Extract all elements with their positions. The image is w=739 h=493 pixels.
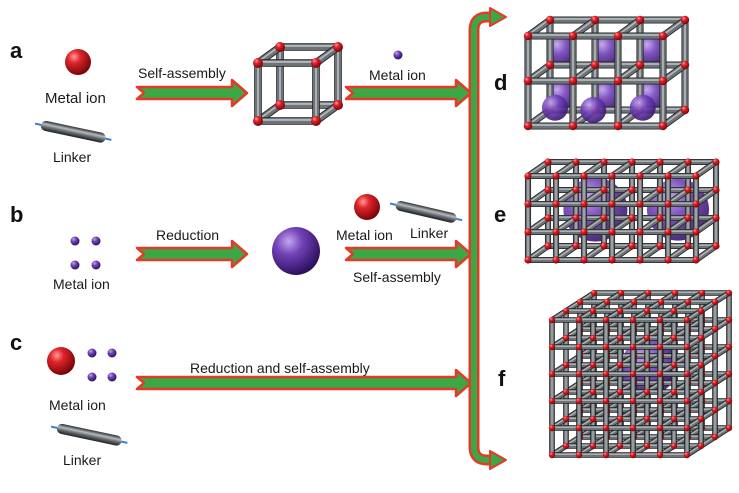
arrow-reduction	[135, 239, 249, 269]
metal-ion-sphere-c	[47, 347, 75, 375]
arrow-self-assembly-b	[344, 239, 473, 269]
panel-label-d: d	[494, 70, 507, 95]
encapsulated-particle	[546, 35, 577, 66]
metal-ion-label-c: Metal ion	[49, 397, 106, 413]
arrow-self-assembly-a	[135, 78, 249, 108]
mof-lattice-large-particles	[524, 158, 720, 264]
panel-label-a: a	[10, 38, 23, 63]
metal-ion-label-b2: Metal ion	[336, 227, 393, 243]
encapsulated-particle	[636, 35, 667, 66]
distributor-bracket-arrow	[468, 7, 507, 470]
arrow-metal-ion-a	[344, 78, 473, 108]
arrow-label-reduction: Reduction	[156, 227, 219, 243]
encapsulated-particle	[580, 97, 607, 123]
nanoparticle-sphere	[272, 227, 320, 275]
encapsulated-particle	[629, 94, 656, 121]
linker-label-c: Linker	[63, 452, 101, 468]
panel-label-b: b	[10, 202, 23, 227]
mof-lattice-small-particles	[523, 15, 690, 131]
arrow-label-reduction-self-assembly: Reduction and self-assembly	[190, 360, 370, 376]
small-metal-ions-cluster-c	[87, 348, 117, 382]
metal-ion-label-b: Metal ion	[53, 276, 110, 292]
linker-rod-b	[389, 200, 463, 223]
metal-ion-sphere-b	[354, 194, 380, 220]
linker-rod-c	[50, 423, 128, 446]
metal-ion-sphere	[65, 49, 91, 75]
mof-lattice-core-particle	[548, 289, 733, 459]
encapsulated-particle	[591, 35, 622, 66]
small-metal-ions-cluster-b	[70, 236, 101, 270]
panel-label-c: c	[10, 330, 22, 355]
linker-label-a: Linker	[53, 149, 91, 165]
arrow-label-metal-ion-a: Metal ion	[369, 67, 426, 83]
metal-ion-label-a: Metal ion	[45, 90, 106, 107]
cubic-cage	[253, 42, 343, 126]
arrow-label-self-assembly-a: Self-assembly	[138, 65, 226, 81]
linker-rod-a	[34, 120, 112, 143]
small-metal-ion	[393, 50, 403, 60]
linker-label-b: Linker	[410, 225, 448, 241]
arrow-reduction-self-assembly	[135, 368, 473, 398]
arrow-label-self-assembly-b: Self-assembly	[353, 269, 441, 285]
encapsulated-particle	[542, 94, 568, 121]
panel-label-f: f	[498, 366, 506, 391]
panel-label-e: e	[494, 202, 506, 227]
